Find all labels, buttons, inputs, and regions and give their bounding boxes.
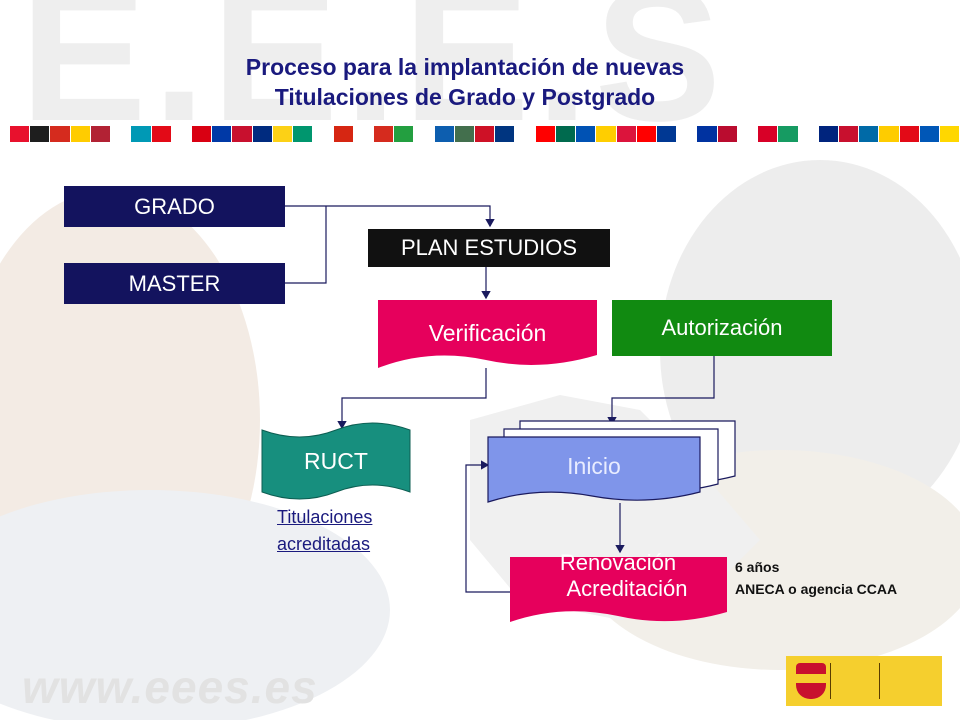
flag-32: [657, 126, 678, 142]
flag-30: [616, 126, 637, 142]
flag-10: [212, 126, 233, 142]
logo-divider: [830, 663, 831, 699]
flag-22: [454, 126, 476, 142]
flag-8: [171, 126, 192, 142]
flag-16: [333, 126, 354, 142]
flag-strip: [10, 126, 960, 142]
plan-estudios-box: PLAN ESTUDIOS: [368, 229, 610, 267]
flag-44: [899, 126, 920, 142]
flag-38: [778, 126, 799, 142]
flag-1: [30, 126, 51, 142]
flag-3: [70, 126, 91, 142]
flag-42: [859, 126, 880, 142]
flag-24: [495, 126, 516, 142]
watermark-text: E.E.E.S: [20, 0, 728, 161]
renovacion-shape: [510, 557, 727, 622]
titulaciones-line-1: Titulaciones: [277, 507, 373, 527]
flag-7: [151, 126, 172, 142]
renovacion-label: Renovación Acreditación: [512, 550, 724, 602]
grado-box: GRADO: [64, 186, 285, 227]
verificacion-label: Verificación: [428, 320, 547, 346]
title-line-2: Titulaciones de Grado y Postgrado: [274, 84, 656, 110]
flag-5: [111, 126, 132, 142]
spain-crest-icon: [796, 663, 826, 699]
flag-23: [475, 126, 496, 142]
master-box: MASTER: [64, 263, 285, 304]
connector-renovacion-loop: [465, 460, 510, 593]
inicio-doc-front: [487, 436, 701, 503]
flag-41: [838, 126, 860, 142]
logo-divider-2: [879, 663, 880, 699]
flag-31: [636, 126, 657, 142]
autorizacion-box: Autorización: [612, 300, 832, 356]
background-laptop: [0, 490, 390, 720]
flag-12: [252, 126, 273, 142]
ministry-logo: [786, 656, 942, 706]
flag-14: [293, 126, 314, 142]
ruct-shape: [261, 422, 411, 500]
flag-29: [596, 126, 617, 142]
flag-19: [394, 126, 415, 142]
connector-autorizacion-inicio: [607, 356, 715, 426]
flag-21: [434, 126, 455, 142]
flag-36: [737, 126, 759, 142]
flag-37: [758, 126, 779, 142]
flag-26: [535, 126, 556, 142]
flag-0: [10, 126, 31, 142]
connector-grado-plan: [285, 205, 495, 228]
flag-28: [576, 126, 597, 142]
titulaciones-acreditadas-link[interactable]: Titulaciones acreditadas: [277, 504, 372, 558]
inicio-label: Inicio: [567, 453, 621, 479]
renovacion-label-line-1: Renovación: [559, 550, 677, 575]
titulaciones-line-2: acreditadas: [277, 534, 371, 554]
flag-27: [555, 126, 577, 142]
verificacion-shape: [378, 300, 597, 368]
flag-11: [232, 126, 253, 142]
flag-20: [414, 126, 435, 142]
flag-39: [798, 126, 819, 142]
flag-18: [373, 126, 395, 142]
flag-17: [353, 126, 374, 142]
flag-35: [717, 126, 738, 142]
flag-15: [313, 126, 334, 142]
flag-4: [90, 126, 112, 142]
page-title: Proceso para la implantación de nuevas T…: [160, 52, 770, 112]
note-line-1: 6 años: [735, 559, 780, 575]
connector-master-plan: [285, 206, 327, 284]
renovacion-label-line-2: Acreditación: [566, 576, 688, 601]
flag-43: [879, 126, 900, 142]
flag-45: [919, 126, 941, 142]
note-line-2: ANECA o agencia CCAA: [735, 581, 898, 597]
acreditacion-note: 6 años ANECA o agencia CCAA: [735, 556, 897, 600]
flag-6: [131, 126, 152, 142]
title-line-1: Proceso para la implantación de nuevas: [245, 54, 685, 80]
footer-url: www.eees.es: [22, 661, 318, 713]
flag-34: [697, 126, 718, 142]
connector-verificacion-ruct: [337, 368, 487, 430]
ruct-label: RUCT: [304, 448, 368, 474]
flag-25: [515, 126, 536, 142]
flag-40: [818, 126, 839, 142]
flag-13: [272, 126, 294, 142]
flag-33: [677, 126, 698, 142]
flag-2: [50, 126, 71, 142]
flag-9: [191, 126, 213, 142]
